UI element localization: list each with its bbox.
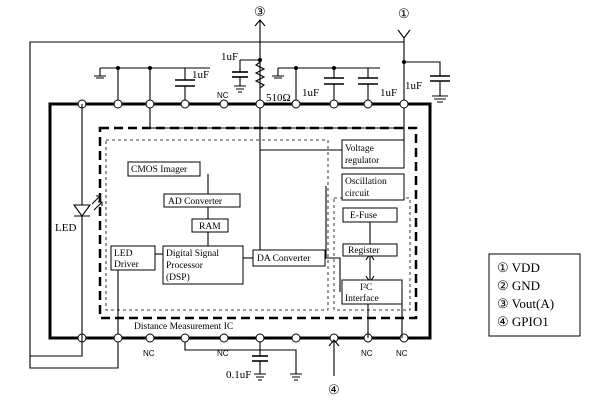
legend-vdd: ① VDD xyxy=(497,260,540,275)
i2c-block-line2: Interface xyxy=(345,293,379,304)
nc-label: NC xyxy=(217,91,229,100)
cap-vout-label: 1uF xyxy=(221,51,238,63)
nc-label: NC xyxy=(361,349,373,358)
ram-block: RAM xyxy=(199,222,221,232)
da-converter-block: DA Converter xyxy=(257,254,311,264)
e-fuse-block: E-Fuse xyxy=(350,211,377,221)
led-supply-wire xyxy=(29,41,404,369)
cap-right-label: 1uF xyxy=(380,87,397,99)
cmos-imager-block: CMOS Imager xyxy=(131,165,188,175)
led-label: LED xyxy=(55,222,76,234)
legend-vout: ③ Vout(A) xyxy=(497,296,554,311)
register-block: Register xyxy=(348,246,380,256)
legend-gpio: ④ GPIO1 xyxy=(497,314,549,329)
core-region xyxy=(105,139,329,311)
ic-name-label: Distance Measurement IC xyxy=(134,322,233,332)
nc-label: NC xyxy=(217,349,229,358)
legend-gnd: ② GND xyxy=(497,278,540,293)
dsp-block-line1: Digital Signal xyxy=(166,249,219,259)
nc-label: NC xyxy=(143,349,155,358)
oscillation-block-line1: Oscillation xyxy=(345,177,387,187)
dsp-block-line3: (DSP) xyxy=(166,272,190,283)
cap-bottom-label: 0.1uF xyxy=(226,369,251,381)
voltage-regulator-block-line2: regulator xyxy=(345,156,380,166)
pin-legend xyxy=(488,253,581,337)
led-driver-block-line2: Driver xyxy=(114,260,140,270)
i2c-block-line1: I²C xyxy=(360,283,372,293)
pin-vdd-marker: ① xyxy=(398,6,410,21)
led-driver-block-line1: LED xyxy=(114,249,133,259)
cap-vdd-label: 1uF xyxy=(405,80,422,92)
voltage-regulator-block-line1: Voltage xyxy=(345,144,374,154)
oscillation-block-line2: circuit xyxy=(345,189,370,199)
cap-top-left-label: 1uF xyxy=(192,69,209,81)
ad-converter-block: AD Converter xyxy=(168,197,223,207)
resistor-label: 510Ω xyxy=(266,92,291,104)
vdd-terminal xyxy=(397,29,411,42)
cap-mid-label: 1uF xyxy=(302,87,319,99)
pin-vout-marker: ③ xyxy=(254,4,266,19)
pin-gpio-marker: ④ xyxy=(328,382,340,397)
dsp-block-line2: Processor xyxy=(166,261,204,271)
ic-outline xyxy=(48,102,432,340)
nc-label: NC xyxy=(396,349,408,358)
